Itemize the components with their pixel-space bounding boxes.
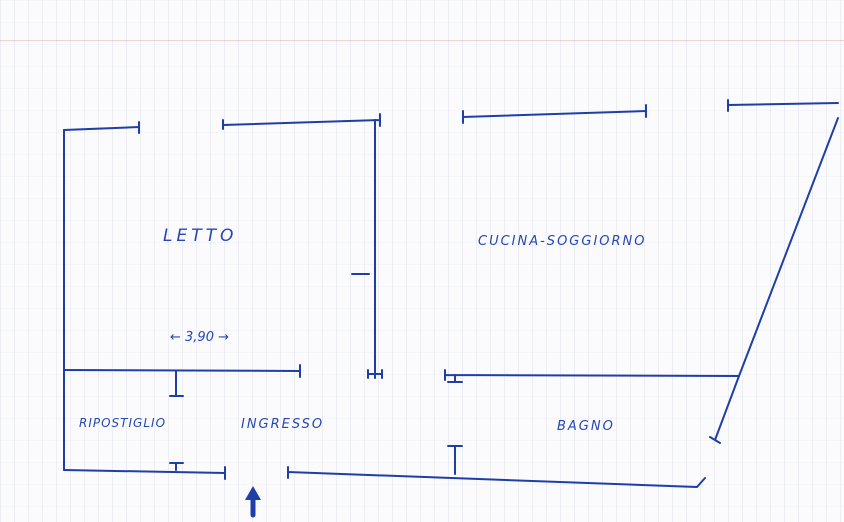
paper-top-rule: [0, 40, 844, 41]
wall-letto-bottom: [63, 364, 301, 378]
room-label-letto: LETTO: [163, 226, 237, 246]
dimension-label: ← 3,90 →: [170, 330, 229, 345]
wall-cucina-bagno: [444, 369, 740, 381]
wall-bottom-left: [63, 466, 226, 480]
room-label-ingresso: INGRESSO: [241, 417, 324, 432]
room-label-ripostiglio: RIPOSTIGLIO: [79, 416, 166, 430]
wall-top-cucina: [462, 104, 647, 124]
door-jamb-letto: [367, 369, 383, 379]
wall-bagno-right: [709, 375, 740, 444]
wall-right-slanted: [738, 117, 839, 377]
room-label-bagno: BAGNO: [557, 419, 615, 434]
wall-top-right: [727, 99, 839, 112]
wall-bagno-stub-top: [447, 374, 463, 383]
wall-ripostiglio-stub: [169, 370, 184, 397]
wall-ripostiglio-door-stub: [169, 462, 184, 471]
arrow-up-icon: [245, 486, 261, 518]
wall-top-letto-left: [63, 121, 140, 134]
wall-top-letto-right: [222, 113, 381, 130]
room-label-cucina-soggiorno: CUCINA-SOGGIORNO: [478, 234, 647, 249]
wall-bottom-right: [287, 466, 706, 488]
wall-bagno-stub-bottom: [447, 445, 463, 475]
